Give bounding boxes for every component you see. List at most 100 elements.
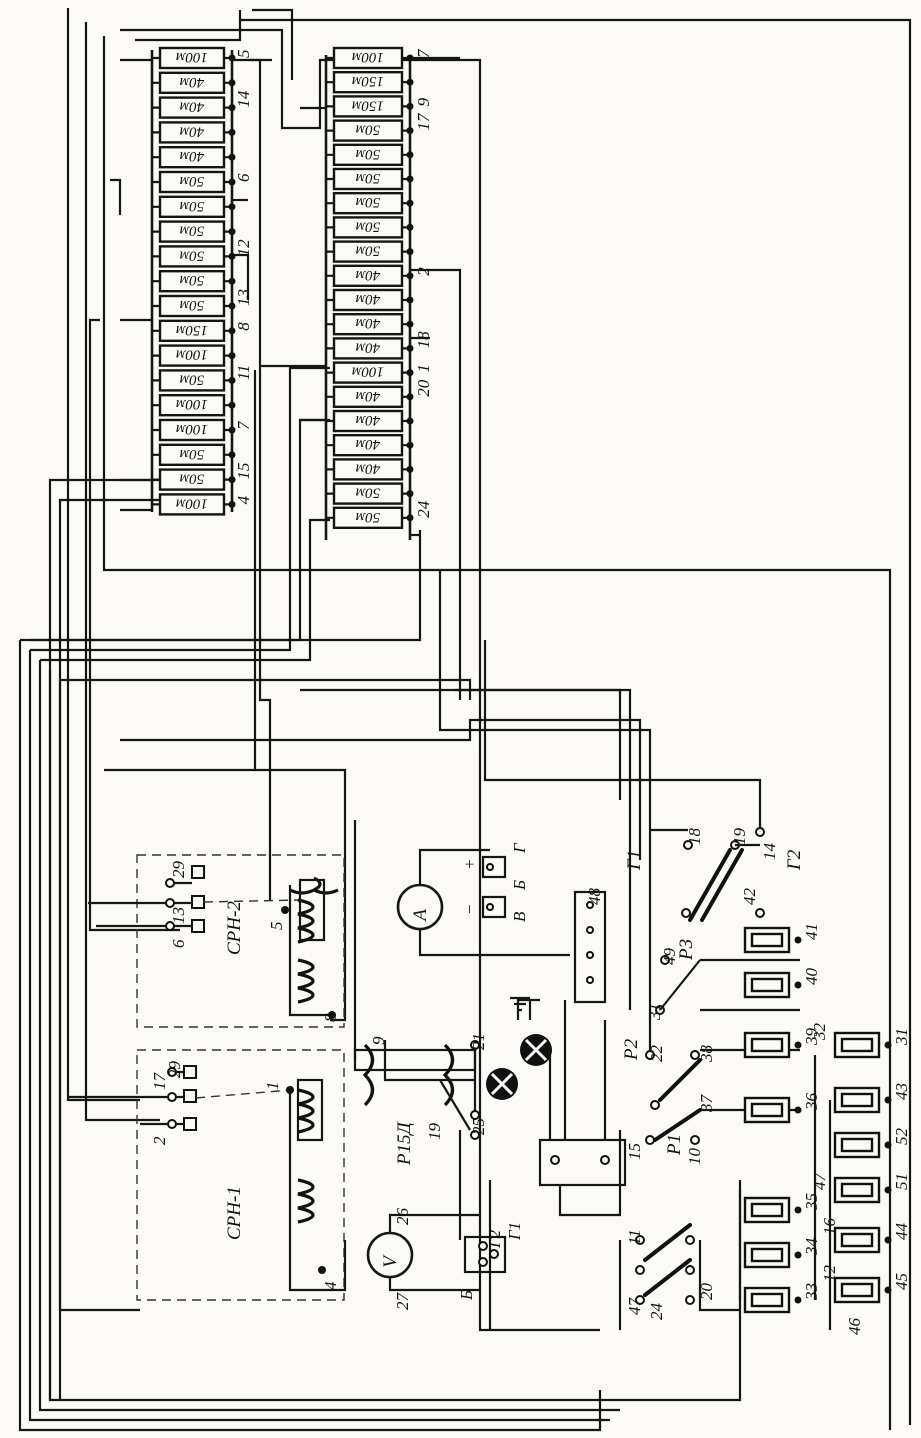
terminal-label: 27 (393, 1292, 412, 1311)
resistor-label: 150м (352, 73, 385, 89)
resistor-label: 40м (355, 339, 380, 355)
node-label: 7 (234, 420, 253, 430)
fuse: 36 (743, 1093, 821, 1124)
labels: СРН-2 СРН-1 Р15Д Г1 Г2 Р1 Р2 Р3 А V 29 1… (150, 828, 805, 1321)
node-label: 11 (234, 365, 253, 381)
resistor: 40м 20 (326, 379, 433, 408)
srn-1-label: СРН-1 (224, 1186, 245, 1240)
terminal-label: 10 (685, 1148, 704, 1166)
terminal-label: Г1 (505, 1222, 524, 1241)
fuse-label: 35 (802, 1193, 821, 1211)
indicator-lamps (486, 996, 552, 1100)
node-label: 9 (414, 97, 433, 106)
node-label: 14 (234, 90, 253, 108)
resistor-label: 100м (176, 421, 209, 437)
resistor-label: 100м (176, 49, 209, 65)
resistor-label: 100м (352, 49, 385, 65)
resistor: 50м (152, 443, 236, 466)
node-label: 4 (234, 495, 253, 504)
fuse: 33 (743, 1283, 821, 1314)
resistor-label: 50м (355, 170, 380, 186)
meters (366, 848, 570, 1292)
resistor: 50м (152, 220, 236, 243)
fuse-label: 40 (802, 968, 821, 986)
resistor: 50м (326, 191, 414, 215)
terminal-label: 17 (150, 1072, 169, 1091)
terminal-label: 18 (685, 828, 704, 846)
fuse-label: 33 (802, 1283, 821, 1301)
node-label: 24 (414, 500, 433, 518)
fuse-label: 45 (892, 1273, 911, 1290)
resistor: 50м (326, 167, 414, 191)
resistor: 50м 24 (326, 500, 433, 529)
fuse: 43 (833, 1083, 911, 1114)
fuse: 31 (833, 1028, 911, 1059)
resistor: 40м (326, 288, 414, 312)
resistor-label: 50м (179, 272, 204, 288)
resistor: 40м (326, 313, 414, 336)
resistor-label: 40м (355, 412, 380, 428)
terminal-label: 19 (730, 828, 749, 846)
fuse-label: 44 (892, 1223, 911, 1241)
terminal-label: 37 (697, 1094, 716, 1114)
resistor-label: 40м (179, 123, 204, 139)
node-label: 8 (234, 322, 253, 331)
resistor-label: 40м (179, 74, 204, 90)
resistor-label: 50м (355, 485, 380, 501)
terminal-label: 4 (321, 1281, 340, 1290)
node-label: 20 (414, 379, 433, 397)
fuse-label: 31 (892, 1028, 911, 1046)
resistor-label: 40м (355, 267, 380, 283)
fuse: 35 (743, 1193, 821, 1224)
terminal-label: Г2 (485, 1229, 504, 1249)
fuse-label: 52 (892, 1128, 911, 1146)
terminal-label: Б (510, 880, 529, 891)
terminal-label: В (510, 911, 529, 922)
fuse-label: 51 (892, 1173, 911, 1190)
resistor: 40м 2 (326, 264, 433, 287)
terminal-label: 29 (165, 1061, 184, 1079)
terminal-label: 21 (469, 1033, 488, 1050)
resistor: 40м (326, 434, 414, 457)
terminal-label: 42 (740, 888, 759, 906)
terminal-label: 11 (625, 1229, 644, 1245)
fuse-label: 46 (845, 1318, 864, 1336)
fuse: 41 (743, 923, 821, 954)
resistor-label: 40м (355, 460, 380, 476)
resistor-label: 50м (355, 509, 380, 525)
node-label: 15 (234, 463, 253, 480)
resistor: 50м (326, 216, 414, 239)
node-label: 2 (414, 267, 433, 276)
resistor-label: 40м (355, 388, 380, 404)
terminal-label: 19 (425, 1123, 444, 1141)
node-label: 5 (234, 50, 253, 59)
fuse-label: 47 (810, 1172, 829, 1191)
resistor-label: 50м (179, 198, 204, 214)
resistor-label: 150м (352, 97, 385, 113)
srn-2-relay (88, 854, 345, 1028)
resistor-label: 50м (355, 146, 380, 162)
resistor-label: 40м (355, 436, 380, 452)
resistor-label: 50м (179, 297, 204, 313)
terminal-label: 31 (645, 1003, 664, 1021)
ammeter-label: А (410, 909, 431, 923)
resistor-label: 100м (176, 495, 209, 511)
r15d-label: Р15Д (394, 1121, 415, 1166)
resistor: 100м 4 (152, 493, 253, 516)
resistor: 50м (326, 482, 414, 505)
terminal-label: 48 (585, 888, 604, 906)
fuse-label: 43 (892, 1083, 911, 1100)
resistor-label: 50м (355, 243, 380, 259)
resistor-label: 100м (352, 364, 385, 380)
terminal-label: 14 (760, 843, 779, 861)
terminal-label: 13 (169, 907, 188, 924)
node-label: 12 (234, 239, 253, 257)
